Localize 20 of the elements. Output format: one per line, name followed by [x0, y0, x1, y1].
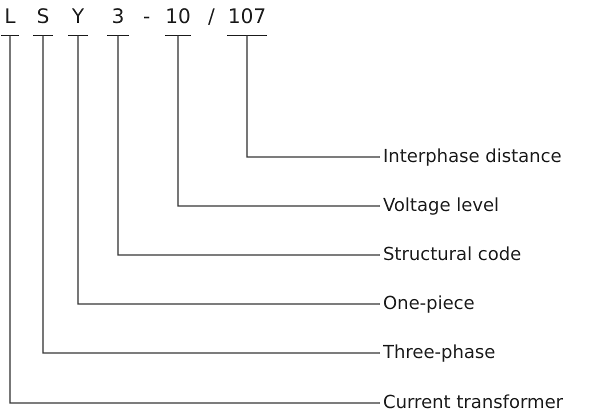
description-text: Voltage level [383, 193, 500, 219]
description-text: One-piece [383, 291, 475, 317]
code-segment: 10 [165, 2, 191, 36]
leader-line [77, 36, 380, 305]
leader-line [246, 36, 380, 158]
description-text: Current transformer [383, 390, 564, 415]
leader-line [9, 36, 380, 404]
leader-line [117, 36, 380, 256]
leader-line [177, 36, 380, 207]
description-text: Interphase distance [383, 144, 562, 170]
code-segment: Y [68, 2, 88, 36]
code-segment: 3 [107, 2, 129, 36]
separator-text: - [143, 3, 150, 30]
code-segment: 107 [227, 2, 267, 36]
code-segment: L [1, 2, 19, 36]
separator-text: / [208, 3, 215, 30]
code-segment: S [33, 2, 53, 36]
description-text: Structural code [383, 242, 522, 268]
description-text: Three-phase [383, 340, 496, 366]
leader-line [42, 36, 380, 354]
